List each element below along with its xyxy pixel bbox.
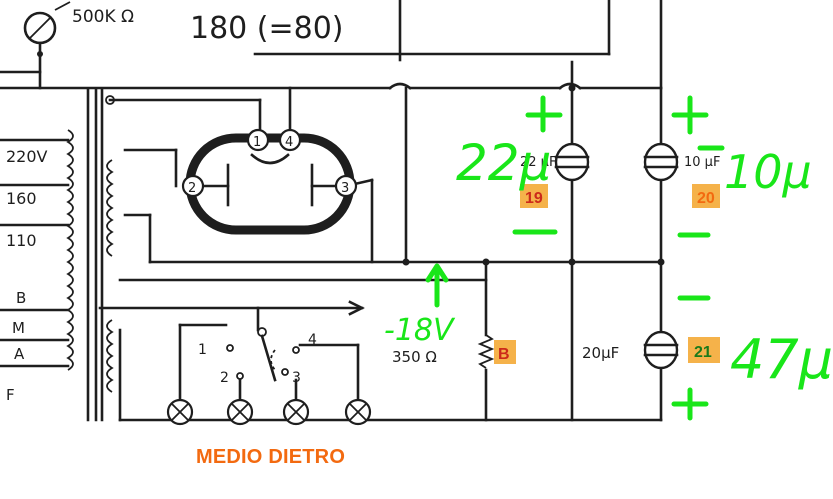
switch-pos-4: 4 — [308, 332, 317, 348]
rectifier-tube — [185, 133, 355, 235]
annotation-cap21-value: 47μ — [730, 328, 833, 391]
svg-text:20: 20 — [697, 190, 715, 207]
annotation-polarity-marks — [425, 95, 725, 421]
tag-20: 20 — [692, 184, 720, 208]
lamp-2 — [226, 398, 254, 426]
capacitor-21 — [643, 330, 679, 370]
switch-pos-1: 1 — [198, 342, 207, 358]
cap-20-printed-value: 10 μF — [684, 155, 720, 170]
switch-pos-2: 2 — [220, 370, 229, 386]
tap-label-110: 110 — [6, 231, 37, 250]
transformer-symbol — [0, 88, 115, 422]
selector-switch — [226, 306, 300, 382]
svg-text:19: 19 — [525, 190, 543, 207]
tube-pin-1: 1 — [246, 128, 270, 152]
resistor-label: 350 Ω — [392, 348, 437, 366]
tap-label-f: F — [6, 386, 15, 404]
tag-19: 19 — [520, 184, 548, 208]
tag-21: 21 — [688, 337, 720, 363]
svg-text:4: 4 — [285, 135, 293, 150]
annotation-cap20-value: 10μ — [724, 145, 812, 199]
tube-pin-4: 4 — [278, 128, 302, 152]
tag-resistor-b: B — [494, 340, 516, 364]
pilot-lamps — [166, 323, 372, 426]
cap-19-printed-value: 22 μF — [520, 155, 556, 170]
svg-text:3: 3 — [341, 181, 349, 196]
capacitor-20 — [643, 142, 679, 182]
tap-label-220v: 220V — [6, 147, 48, 166]
tube-pin-3: 3 — [334, 174, 358, 198]
svg-text:21: 21 — [694, 344, 712, 361]
annotation-cap19-value: 22μ — [456, 134, 551, 192]
switch-pos-3: 3 — [292, 370, 301, 386]
lamp-4 — [344, 398, 372, 426]
top-value-label: 180 (=80) — [190, 11, 344, 46]
tap-label-160: 160 — [6, 189, 37, 208]
potentiometer-symbol — [23, 1, 71, 90]
wiring — [0, 0, 665, 422]
tap-label-b: B — [16, 289, 26, 307]
pot-label: 500K Ω — [72, 7, 134, 27]
tube-pin-2: 2 — [181, 174, 205, 198]
capacitor-19 — [554, 142, 590, 182]
diagram-caption: MEDIO DIETRO — [196, 446, 346, 468]
annotation-voltage: -18V — [384, 313, 456, 348]
svg-text:B: B — [498, 346, 510, 363]
tap-label-a: A — [14, 345, 25, 363]
lamp-1 — [166, 398, 194, 426]
svg-text:1: 1 — [253, 135, 261, 150]
resistor-350 — [477, 334, 495, 369]
lamp-3 — [282, 398, 310, 426]
svg-text:2: 2 — [188, 181, 196, 196]
cap-21-printed-value: 20μF — [582, 344, 619, 362]
tap-label-m: M — [12, 319, 25, 337]
